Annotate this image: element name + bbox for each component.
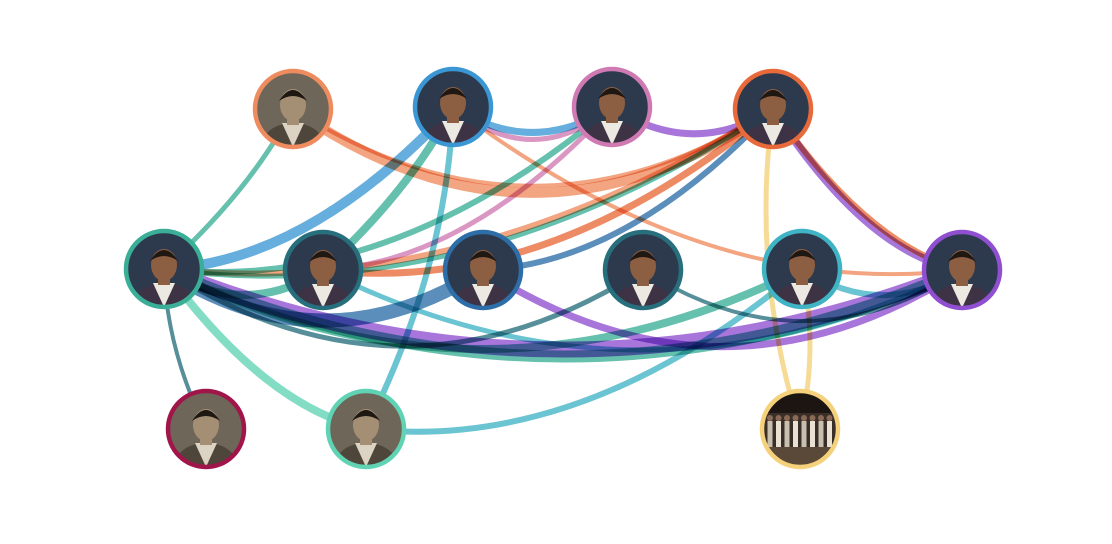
lafayette-portrait xyxy=(286,233,360,307)
hamilton-portrait xyxy=(127,232,201,306)
angelica-portrait xyxy=(575,70,649,144)
philip-portrait xyxy=(329,392,403,466)
washington-portrait xyxy=(446,233,520,307)
laurens-portrait xyxy=(765,232,839,306)
node-angelica[interactable] xyxy=(571,66,653,161)
node-lafayette[interactable] xyxy=(282,229,364,324)
link-eliza-burr xyxy=(451,105,964,277)
node-hamilton[interactable] xyxy=(123,228,205,323)
node-laurens[interactable] xyxy=(761,228,843,323)
hamilton-ring xyxy=(123,228,205,310)
lafayette-ring xyxy=(282,229,364,311)
nodes-layer xyxy=(123,66,1003,483)
link-philip-laurens xyxy=(363,266,805,435)
node-ensemble[interactable] xyxy=(759,388,841,470)
mulligan-portrait xyxy=(256,72,330,146)
node-king[interactable] xyxy=(602,229,684,324)
burr-ring xyxy=(921,229,1003,311)
link-hamilton-laurens xyxy=(160,265,806,353)
node-peggy[interactable] xyxy=(165,388,247,483)
node-eliza[interactable] xyxy=(412,66,494,161)
king-portrait xyxy=(606,233,680,307)
burr-portrait xyxy=(925,233,999,307)
node-mulligan[interactable] xyxy=(252,68,334,163)
eliza-portrait xyxy=(416,70,490,144)
link-hamilton-king xyxy=(161,266,646,349)
link-washington-burr xyxy=(479,266,966,351)
node-philip[interactable] xyxy=(325,388,407,483)
philip-ring xyxy=(325,388,407,470)
washington-ring xyxy=(442,229,524,311)
node-jefferson[interactable] xyxy=(732,68,814,163)
jefferson-portrait xyxy=(736,72,810,146)
peggy-portrait xyxy=(169,392,243,466)
jefferson-ring xyxy=(732,68,814,150)
angelica-ring xyxy=(571,66,653,148)
ensemble-ring xyxy=(759,388,841,470)
link-king-burr xyxy=(641,268,964,323)
laurens-ring xyxy=(761,228,843,310)
mulligan-ring xyxy=(252,68,334,150)
node-washington[interactable] xyxy=(442,229,524,324)
link-hamilton-burr xyxy=(158,263,968,363)
link-lafayette-burr xyxy=(320,267,965,353)
eliza-ring xyxy=(412,66,494,148)
node-burr[interactable] xyxy=(921,229,1003,324)
king-ring xyxy=(602,229,684,311)
link-jefferson-lafayette xyxy=(319,105,777,277)
peggy-ring xyxy=(165,388,247,470)
